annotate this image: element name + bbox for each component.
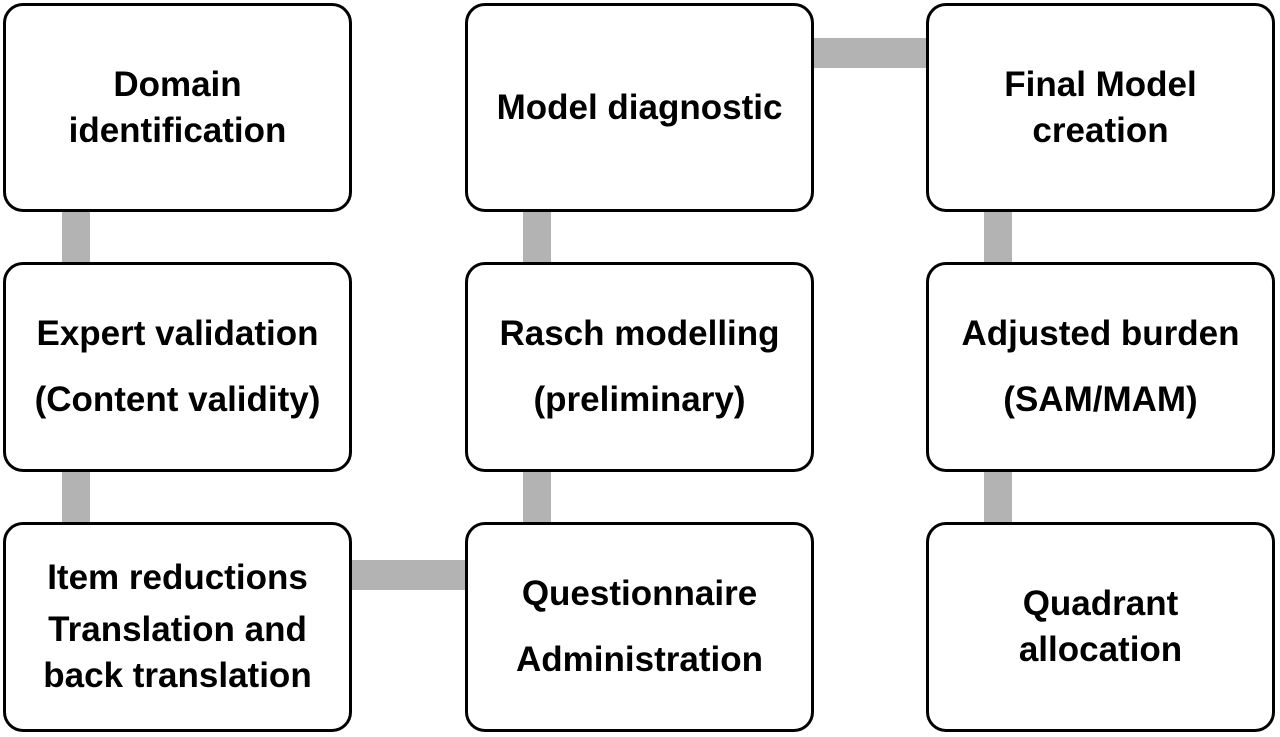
box-domain-identification: Domain identification bbox=[3, 3, 352, 212]
box-label-line: identification bbox=[68, 110, 287, 150]
box-adjusted-burden: Adjusted burden (SAM/MAM) bbox=[926, 262, 1275, 472]
box-model-diagnostic: Model diagnostic bbox=[465, 3, 814, 212]
box-rasch-modelling: Rasch modelling (preliminary) bbox=[465, 262, 814, 472]
box-label-line: Administration bbox=[516, 640, 763, 679]
box-label-line: Questionnaire bbox=[521, 574, 758, 613]
box-label-line: creation bbox=[1032, 110, 1169, 150]
box-label-line: (preliminary) bbox=[533, 380, 746, 419]
box-label-line: Final Model bbox=[1004, 64, 1197, 104]
connector-expert-to-item bbox=[62, 468, 90, 526]
box-label-line: Model diagnostic bbox=[496, 87, 783, 127]
box-label-line: Domain bbox=[113, 64, 242, 104]
box-label-line: (Content validity) bbox=[34, 380, 321, 419]
connector-final-to-adjusted bbox=[984, 208, 1012, 266]
box-label-line: Item reductions bbox=[47, 558, 308, 597]
box-label-line: Expert validation bbox=[36, 314, 319, 353]
box-label-line: (SAM/MAM) bbox=[1003, 380, 1198, 419]
connector-model-diagnostic-to-final bbox=[810, 38, 930, 68]
box-label-line: back translation bbox=[43, 656, 312, 695]
box-label-line: Rasch modelling bbox=[499, 314, 780, 353]
box-questionnaire-administration: Questionnaire Administration bbox=[465, 522, 814, 732]
connector-rasch-to-model-diagnostic bbox=[523, 208, 551, 266]
box-label-line: Quadrant bbox=[1022, 584, 1179, 623]
box-item-reductions: Item reductions Translation and back tra… bbox=[3, 522, 352, 732]
box-label-line: Translation and bbox=[48, 610, 307, 649]
connector-domain-to-expert bbox=[62, 208, 90, 266]
connector-adjusted-to-quadrant bbox=[984, 468, 1012, 526]
connector-questionnaire-to-rasch bbox=[523, 468, 551, 526]
box-label-line: allocation bbox=[1018, 630, 1183, 669]
connector-item-to-questionnaire bbox=[349, 560, 467, 590]
box-expert-validation: Expert validation (Content validity) bbox=[3, 262, 352, 472]
box-final-model-creation: Final Model creation bbox=[926, 3, 1275, 212]
box-label-line: Adjusted burden bbox=[961, 314, 1240, 353]
box-quadrant-allocation: Quadrant allocation bbox=[926, 522, 1275, 732]
